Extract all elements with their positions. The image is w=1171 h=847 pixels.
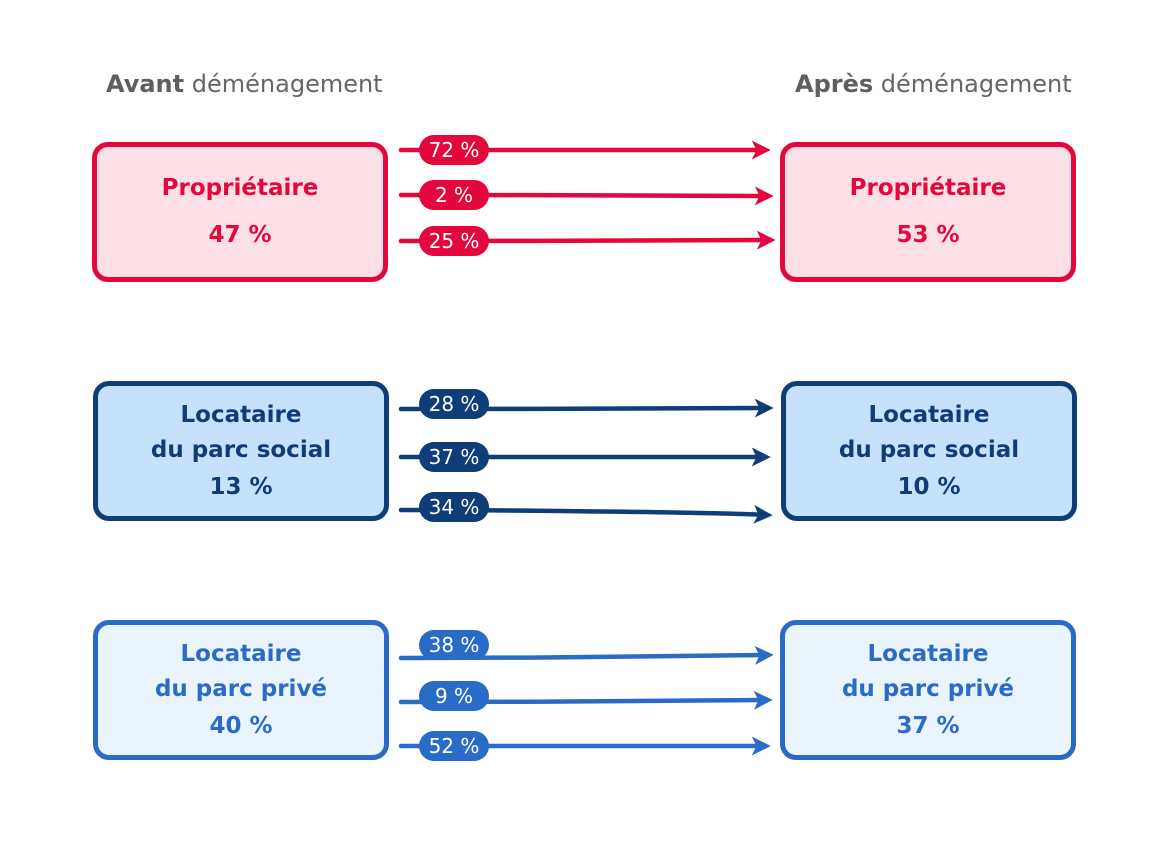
flow-label-pill-social-to-social	[419, 442, 489, 472]
flow-label-pill-private-to-owner	[419, 630, 489, 660]
after-social-label-line1: Locataire	[868, 401, 990, 428]
after-title-bold: Après	[795, 70, 874, 98]
before-social-label-line2: du parc social	[150, 436, 332, 463]
before-private-label-line1: Locataire	[180, 640, 302, 667]
before-column-title: Avant déménagement	[106, 70, 383, 98]
flow-label-social-to-social: 37 %	[429, 445, 480, 469]
after-owner-percent: 53 %	[896, 222, 960, 248]
flow-label-pill-social-to-owner	[419, 389, 489, 419]
flow-label-private-to-social: 9 %	[435, 684, 473, 708]
after-owner-label: Propriétaire	[849, 175, 1007, 201]
before-box-owner: Propriétaire 47 %	[92, 142, 388, 282]
after-private-percent: 37 %	[896, 712, 960, 739]
flow-label-social-to-owner: 28 %	[429, 392, 480, 416]
before-private-label-line2: du parc privé	[154, 675, 328, 702]
before-private-percent: 40 %	[209, 712, 273, 739]
before-owner-label: Propriétaire	[161, 175, 319, 201]
flow-label-pill-owner-to-private	[419, 226, 489, 256]
before-social-percent: 13 %	[209, 473, 273, 500]
flow-label-pill-private-to-social	[419, 681, 489, 711]
flow-label-social-to-private: 34 %	[429, 495, 480, 519]
after-box-private: Locataire du parc privé 37 %	[780, 620, 1076, 760]
before-box-social: Locataire du parc social 13 %	[93, 381, 389, 521]
flow-label-owner-to-private: 25 %	[429, 229, 480, 253]
before-title-rest: déménagement	[191, 70, 383, 98]
flow-label-private-to-owner: 38 %	[429, 633, 480, 657]
flow-label-owner-to-social: 2 %	[435, 183, 473, 207]
before-box-private: Locataire du parc privé 40 %	[93, 620, 389, 760]
flow-label-pill-owner-to-owner	[419, 135, 489, 165]
after-column-title: Après déménagement	[795, 70, 1072, 98]
flow-label-pill-social-to-private	[419, 492, 489, 522]
after-title-rest: déménagement	[880, 70, 1072, 98]
after-box-social: Locataire du parc social 10 %	[781, 381, 1077, 521]
flow-label-owner-to-owner: 72 %	[429, 138, 480, 162]
before-social-label-line1: Locataire	[180, 401, 302, 428]
after-box-owner: Propriétaire 53 %	[780, 142, 1076, 282]
after-social-percent: 10 %	[897, 473, 961, 500]
after-private-label-line1: Locataire	[867, 640, 989, 667]
after-private-label-line2: du parc privé	[841, 675, 1015, 702]
after-social-label-line2: du parc social	[838, 436, 1020, 463]
flow-label-pill-owner-to-social	[419, 180, 489, 210]
before-title-bold: Avant	[106, 70, 185, 98]
flow-label-pill-private-to-private	[419, 731, 489, 761]
before-owner-percent: 47 %	[208, 222, 272, 248]
flow-label-private-to-private: 52 %	[429, 734, 480, 758]
